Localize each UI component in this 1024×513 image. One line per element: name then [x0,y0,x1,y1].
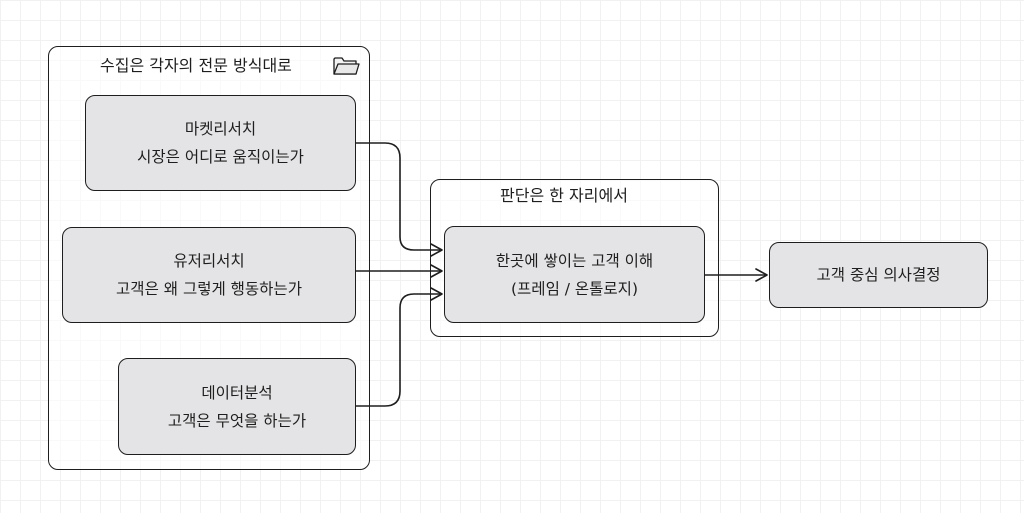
folder-icon [333,57,360,75]
collection-group-title: 수집은 각자의 전문 방식대로 [100,56,292,75]
connector-market-research [355,142,442,251]
user-research-node: 유저리서치 고객은 왜 그렇게 행동하는가 [62,227,356,323]
customer-understanding-title: 한곳에 쌓이는 고객 이해 [495,251,654,270]
user-research-question: 고객은 왜 그렇게 행동하는가 [116,280,302,298]
data-analysis-title: 데이터분석 [201,383,273,402]
arrowhead-data-analysis [430,287,443,301]
arrowhead-to-decision [755,268,768,282]
customer-centric-decision-node: 고객 중심 의사결정 [769,242,988,308]
connector-data-analysis [355,293,442,407]
customer-centric-decision-label: 고객 중심 의사결정 [816,266,941,284]
customer-understanding-node: 한곳에 쌓이는 고객 이해 (프레임 / 온톨로지) [444,226,705,323]
user-research-title: 유저리서치 [173,252,245,270]
arrowhead-user-research [430,264,443,278]
arrowhead-market-research [430,243,443,257]
market-research-node: 마켓리서치 시장은 어디로 움직이는가 [85,95,356,191]
customer-understanding-subtitle: (프레임 / 온톨로지) [511,279,638,298]
market-research-title: 마켓리서치 [184,120,257,138]
data-analysis-node: 데이터분석 고객은 무엇을 하는가 [118,358,356,455]
judgment-group-title: 판단은 한 자리에서 [500,186,628,205]
market-research-question: 시장은 어디로 움직이는가 [137,148,304,166]
data-analysis-question: 고객은 무엇을 하는가 [167,411,307,430]
